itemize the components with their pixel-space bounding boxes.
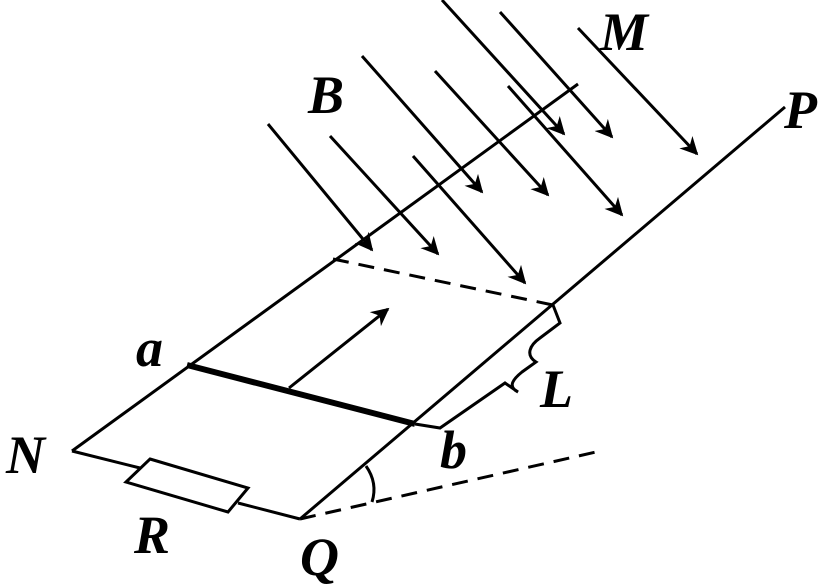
field-arrow bbox=[498, 10, 614, 139]
label-q: Q bbox=[300, 527, 339, 587]
field-arrow bbox=[266, 123, 374, 252]
label-n: N bbox=[5, 425, 47, 485]
label-b-lower: b bbox=[440, 420, 467, 480]
label-b: B bbox=[307, 65, 344, 125]
label-l: L bbox=[539, 359, 573, 419]
inductor-l bbox=[414, 304, 562, 430]
label-a: a bbox=[136, 318, 163, 378]
right-rail bbox=[299, 105, 786, 521]
field-arrow bbox=[411, 155, 527, 285]
field-boundary-dashed bbox=[332, 257, 554, 307]
label-r: R bbox=[133, 505, 170, 565]
label-p: P bbox=[783, 80, 818, 140]
field-arrow bbox=[433, 69, 550, 197]
field-arrow bbox=[440, 0, 566, 136]
bottom-wire-left bbox=[71, 449, 141, 470]
label-m: M bbox=[599, 2, 650, 62]
field-arrow bbox=[506, 85, 624, 217]
field-arrow bbox=[576, 26, 699, 156]
magnetic-field-arrows bbox=[266, 0, 699, 285]
velocity-arrow bbox=[288, 307, 390, 390]
field-arrow bbox=[360, 55, 484, 194]
rod-ab bbox=[186, 362, 416, 427]
resistor-r bbox=[123, 457, 251, 514]
field-arrow bbox=[328, 134, 440, 256]
bottom-wire-right bbox=[237, 501, 301, 521]
left-rail bbox=[71, 82, 579, 453]
angle-arc bbox=[364, 465, 376, 503]
